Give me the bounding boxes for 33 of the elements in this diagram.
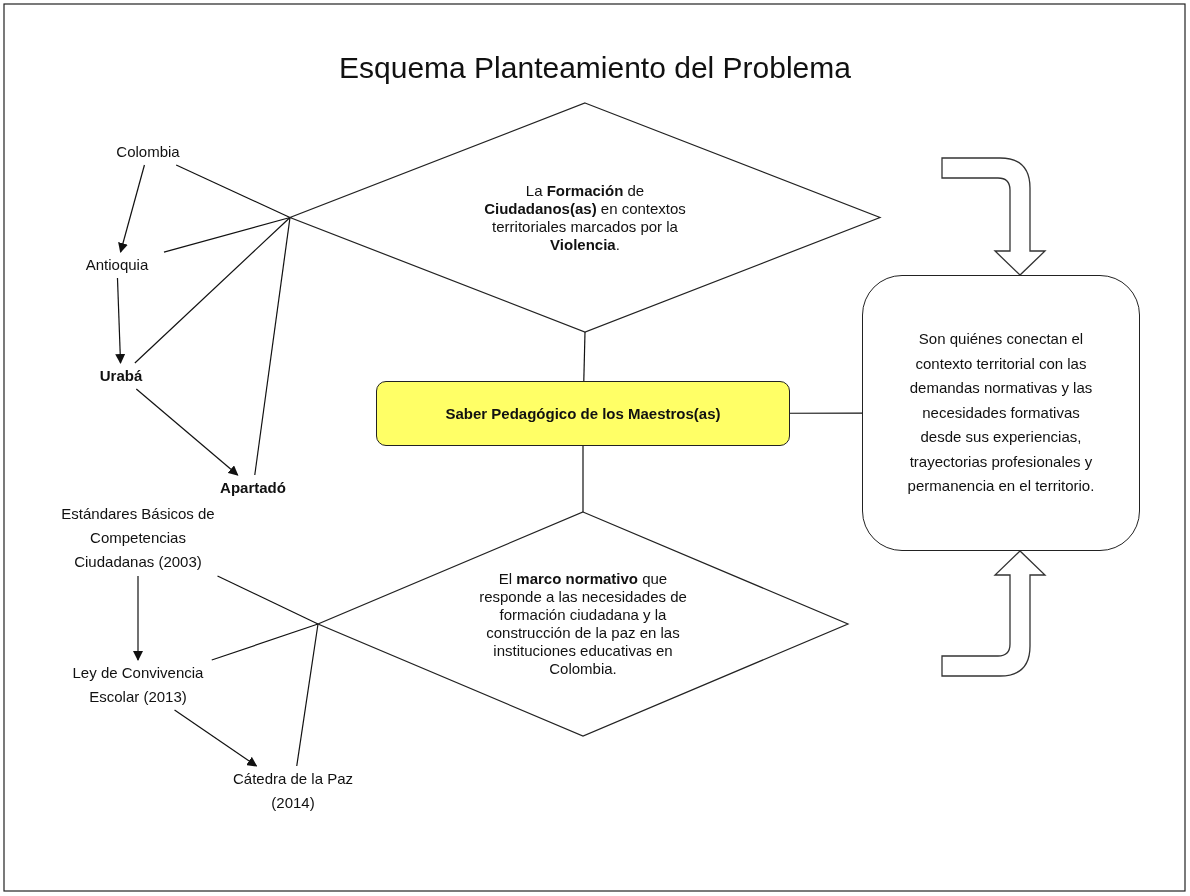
diamond-text: El marco normativo que responde a las necesidades de formación ciudadana y la construcción de la paz en las instituciones educativas en Colombia. — [478, 570, 688, 678]
block-arrow — [941, 550, 1046, 677]
place-label: Apartadó — [220, 478, 286, 498]
highlight-box — [376, 381, 790, 446]
arrow — [173, 709, 258, 767]
connector-line — [583, 331, 586, 382]
block-arrow — [941, 157, 1046, 276]
place-label: Urabá — [99, 366, 143, 386]
connector-line — [134, 216, 291, 364]
connector-line — [216, 575, 319, 625]
place-label: Antioquia — [85, 255, 149, 275]
connector-line — [175, 164, 291, 219]
box-text: Saber Pedagógico de los Maestros(as) — [445, 404, 721, 423]
arrow — [115, 277, 126, 364]
connector-line — [254, 216, 291, 476]
rounded-box — [862, 275, 1140, 551]
diamond-text: La Formación de Ciudadanos(as) en contextos territoriales marcados por la Violencia. — [483, 181, 687, 254]
diamond-shape — [318, 512, 848, 736]
connector-line — [163, 216, 291, 253]
arrow — [133, 575, 143, 661]
connector-line — [296, 623, 319, 767]
diamond-shape — [290, 103, 880, 332]
arrow — [118, 164, 146, 253]
connector-line — [211, 623, 319, 661]
arrow — [135, 388, 239, 476]
connector-line — [582, 445, 584, 513]
place-label: Ley de Convivencia Escolar (2013) — [71, 663, 205, 707]
diagram-title: Esquema Planteamiento del Problema — [338, 50, 852, 86]
place-label: Colombia — [116, 142, 180, 162]
place-label: Cátedra de la Paz (2014) — [231, 769, 355, 813]
box-text: Son quiénes conectan el contexto territorial con las demandas normativas y las necesidades formativas desde sus experiencias, trayectorias profesionales y permanencia en el territorio. — [906, 329, 1096, 497]
connector-line — [789, 412, 863, 414]
place-label: Estándares Básicos de Competencias Ciudadanas (2003) — [60, 504, 216, 572]
